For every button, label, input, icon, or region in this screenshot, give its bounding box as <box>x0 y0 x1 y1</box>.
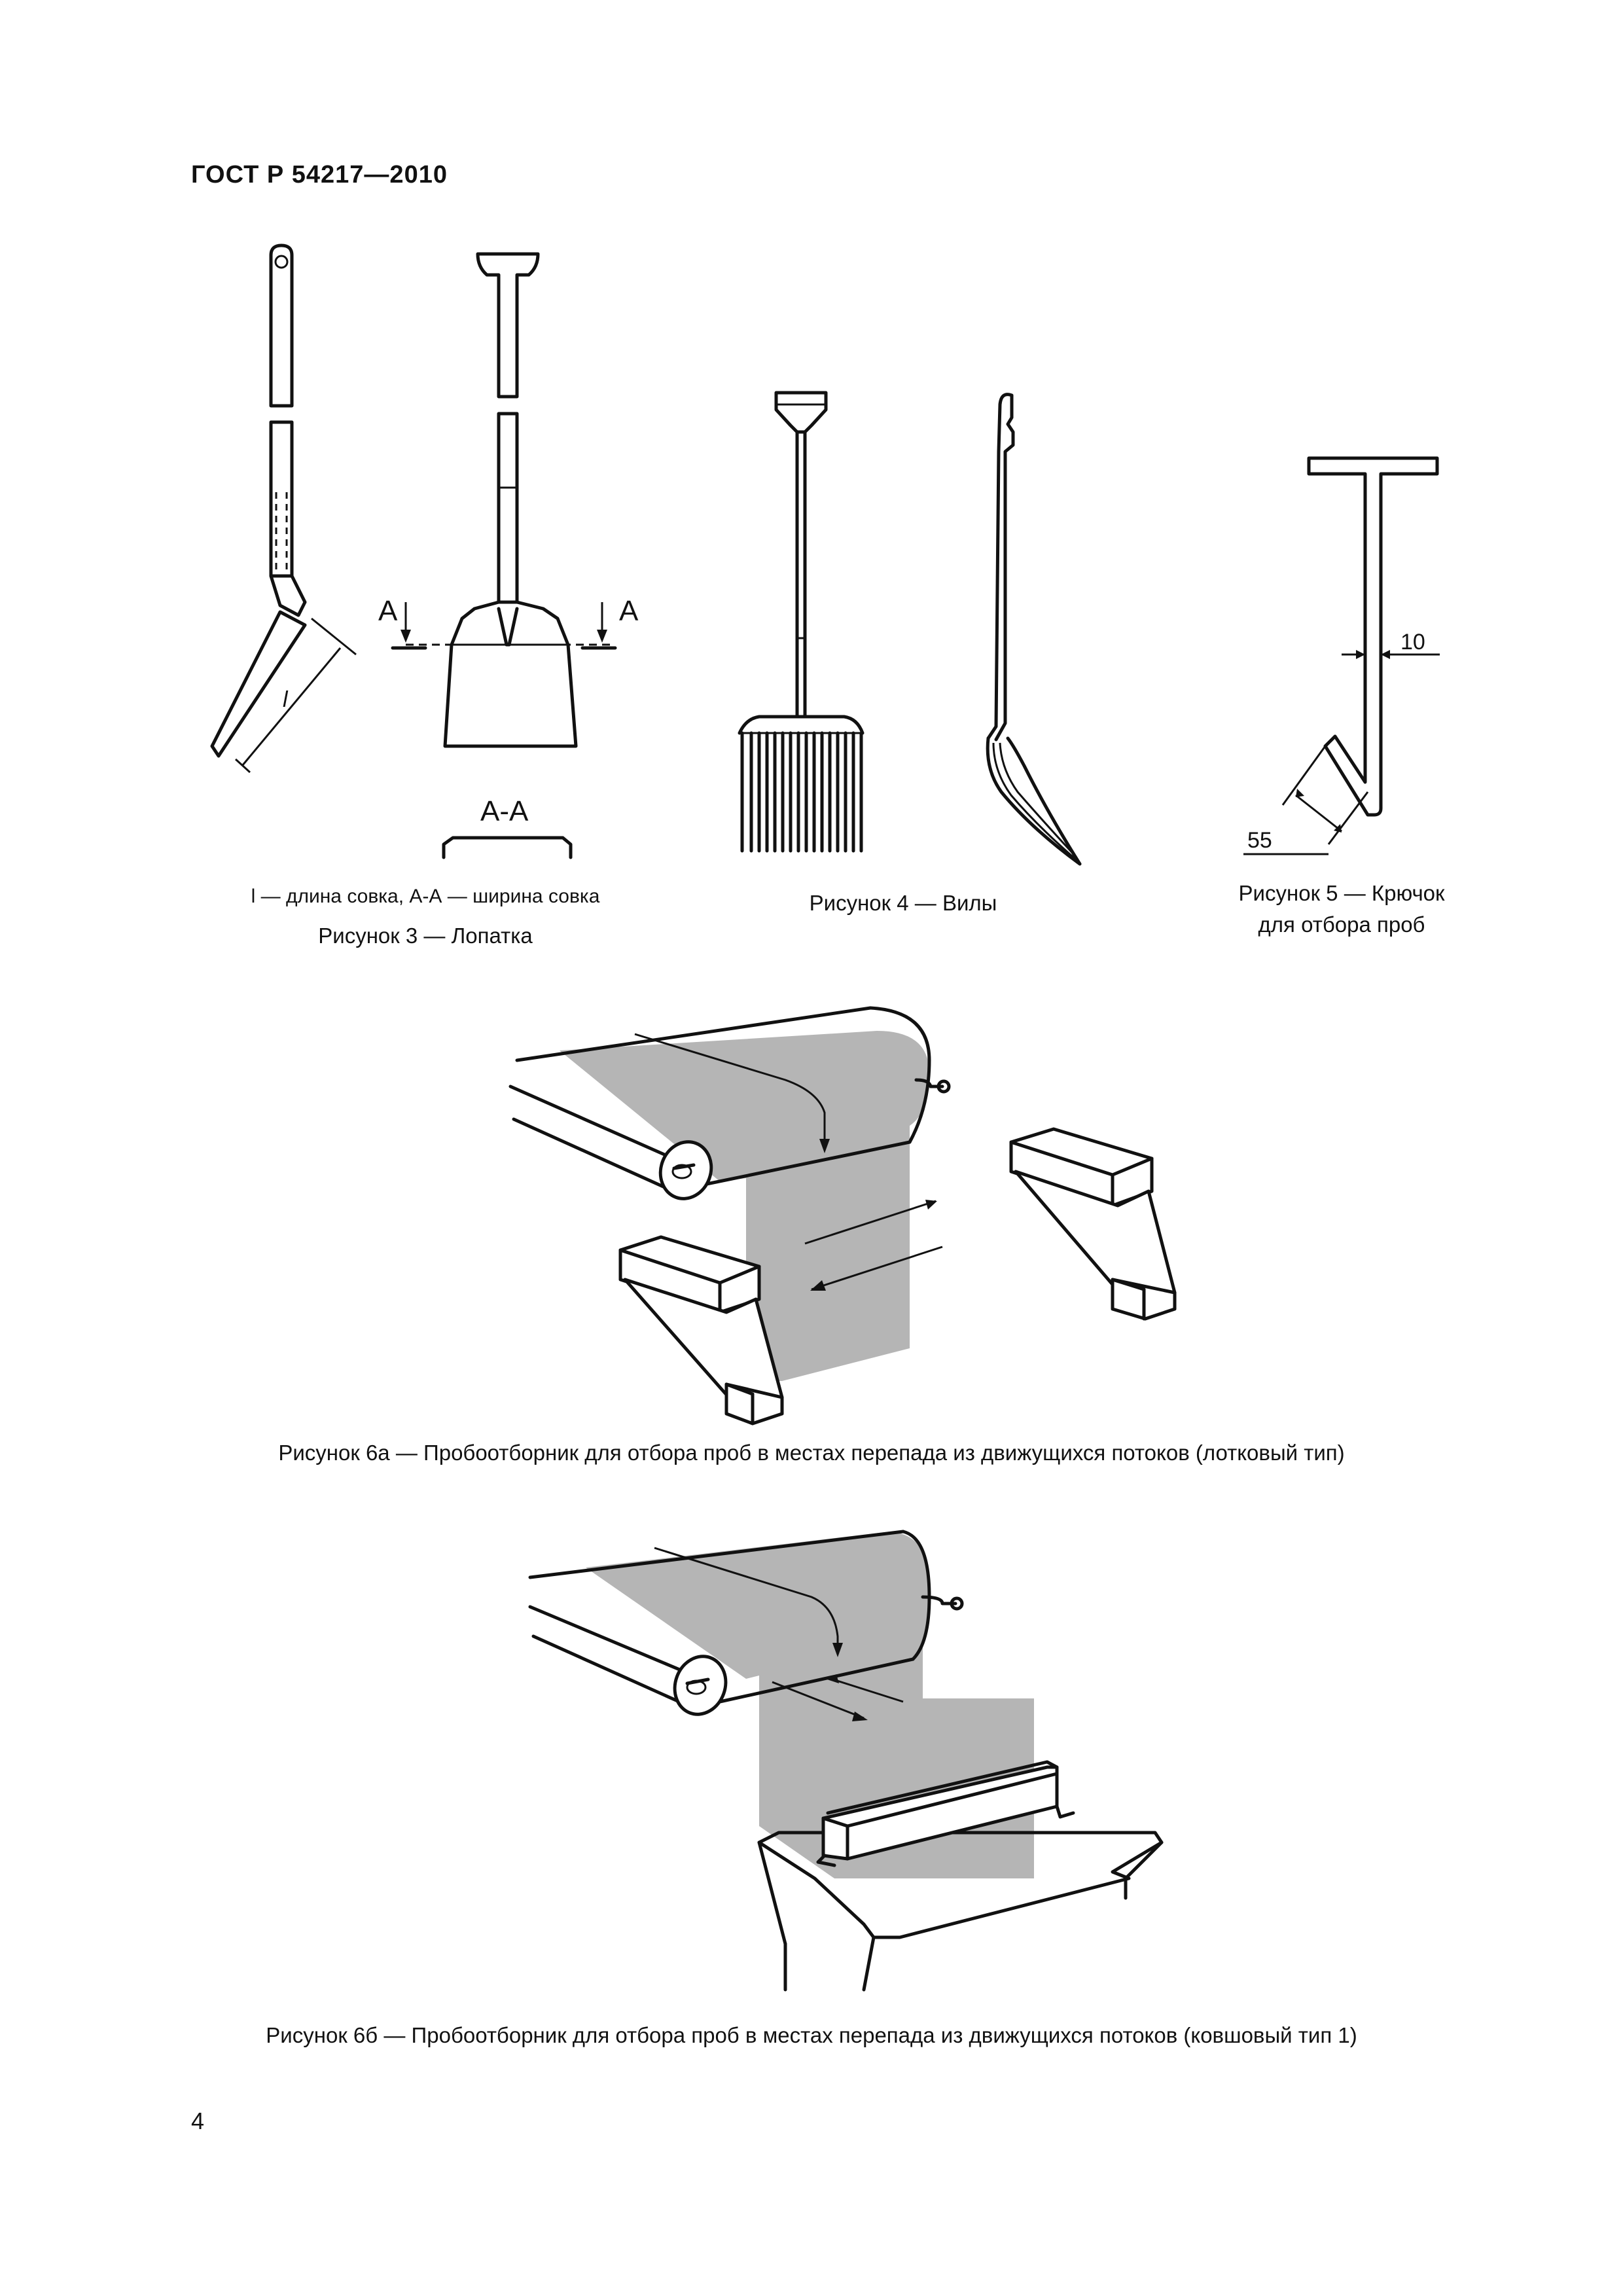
dim-length-label: 55 <box>1247 828 1272 853</box>
scoop-front-view-drawing: А А А-А <box>378 252 639 859</box>
figure4-caption: Рисунок 4 — Вилы <box>809 891 997 915</box>
figure6b-caption: Рисунок 6б — Пробоотборник для отбора пр… <box>266 2023 1357 2047</box>
document-header: ГОСТ Р 54217—2010 <box>191 161 448 188</box>
conveyor-6a-drawing <box>508 1006 1177 1426</box>
section-label-left: А <box>378 595 398 627</box>
figure5-caption-line1: Рисунок 5 — Крючок <box>1238 881 1445 905</box>
figure3-caption: Рисунок 3 — Лопатка <box>318 924 533 948</box>
figure5-caption-line2: для отбора проб <box>1258 912 1425 937</box>
dim-width-label: 10 <box>1400 630 1425 655</box>
section-label-right: А <box>619 595 639 627</box>
figure6a-caption: Рисунок 6а — Пробоотборник для отбора пр… <box>278 1441 1345 1465</box>
conveyor-6b-drawing <box>528 1530 1164 1992</box>
pitchfork-side-view-drawing <box>986 393 1082 866</box>
page-number: 4 <box>191 2108 205 2134</box>
scoop-side-view-drawing: l <box>210 243 357 774</box>
hook-drawing: 10 55 <box>1243 456 1440 855</box>
figure3-legend: l — длина совка, А-А — ширина совка <box>251 886 600 907</box>
pitchfork-drawing <box>738 391 865 853</box>
length-symbol: l <box>283 687 289 712</box>
section-title: А-А <box>480 795 529 827</box>
